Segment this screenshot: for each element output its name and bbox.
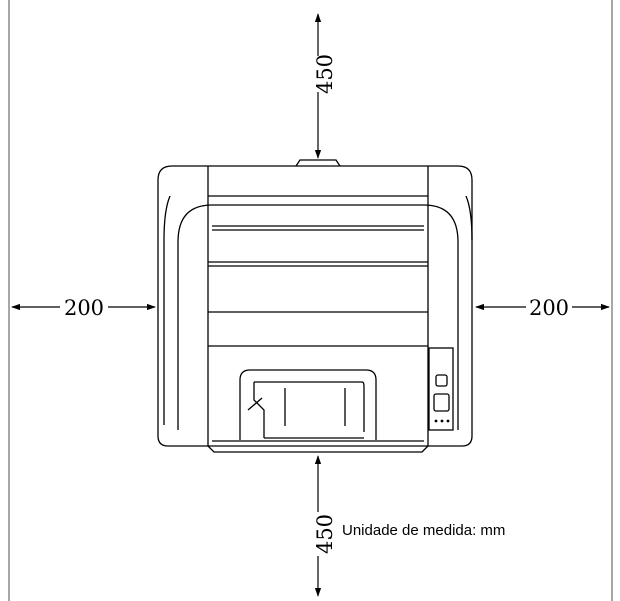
- unit-note: Unidade de medida: mm: [342, 522, 505, 539]
- dimension-left-label: 200: [64, 296, 104, 320]
- dimension-bottom: 450: [313, 455, 337, 597]
- dimension-right: 200: [475, 296, 610, 320]
- space-boundary: [8, 0, 613, 601]
- printer-top-view: [157, 159, 473, 453]
- dimension-bottom-label: 450: [313, 514, 337, 554]
- dimension-top: 450: [313, 13, 337, 159]
- dimension-left: 200: [11, 296, 156, 320]
- dimension-right-label: 200: [529, 296, 569, 320]
- dimension-top-label: 450: [313, 54, 337, 94]
